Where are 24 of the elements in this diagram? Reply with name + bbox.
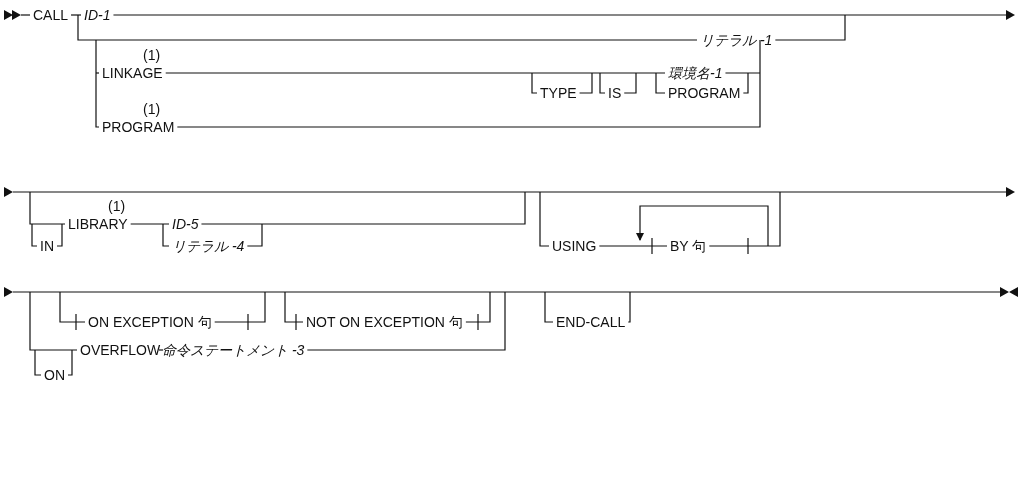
- keyword-text: IS: [608, 85, 622, 101]
- variable-text: 命令ステートメント -3: [162, 342, 305, 358]
- keyword-text: PROGRAM: [668, 85, 741, 101]
- fragment-text: NOT ON EXCEPTION 句: [306, 314, 463, 330]
- keyword-text: LINKAGE: [102, 65, 163, 81]
- footnote-mark: (1): [143, 101, 161, 117]
- keyword-text: PROGRAM: [102, 119, 175, 135]
- fragment-text: ON EXCEPTION 句: [88, 314, 212, 330]
- fragment-text: BY 句: [670, 238, 707, 254]
- keyword-text: IN: [40, 238, 54, 254]
- keyword-text: CALL: [33, 7, 69, 23]
- variable-text: 環境名-1: [668, 65, 723, 81]
- footnote-mark: (1): [108, 198, 126, 214]
- keyword-text: TYPE: [540, 85, 577, 101]
- keyword-text: USING: [552, 238, 597, 254]
- variable-text: リテラル -1: [700, 32, 773, 48]
- footnote-mark: (1): [143, 47, 161, 63]
- keyword-text: LIBRARY: [68, 216, 128, 232]
- variable-text: リテラル -4: [172, 238, 245, 254]
- keyword-text: ON: [44, 367, 65, 383]
- variable-text: ID-5: [172, 216, 199, 232]
- keyword-text: END-CALL: [556, 314, 626, 330]
- variable-text: ID-1: [84, 7, 111, 23]
- keyword-text: OVERFLOW: [80, 342, 161, 358]
